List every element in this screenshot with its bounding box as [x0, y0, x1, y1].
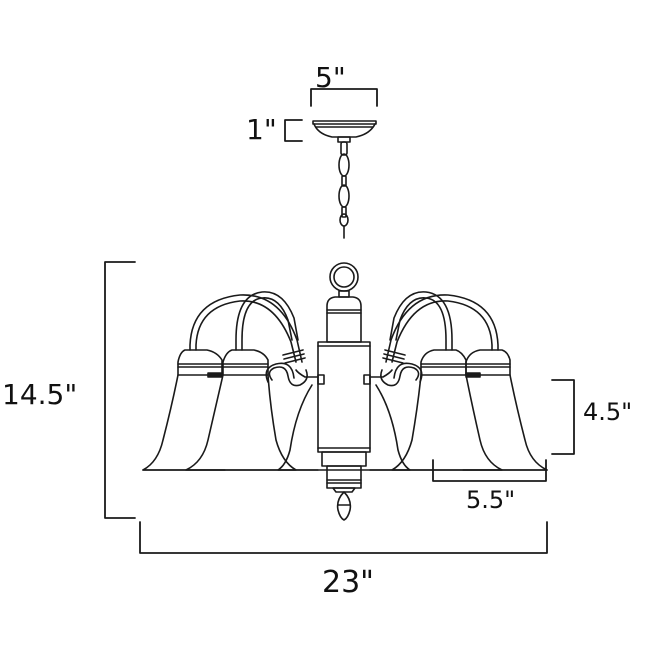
hanging-loop: [329, 262, 359, 298]
shade-left-inner: [185, 349, 297, 471]
shade-height-label: 4.5": [583, 398, 633, 426]
shade-width-label: 5.5": [466, 486, 516, 514]
fixture-width-label: 23": [322, 565, 374, 600]
right-arms: [380, 291, 499, 387]
canopy-height-label: 1": [246, 113, 277, 146]
center-column: [317, 296, 371, 521]
chain: [338, 141, 350, 239]
shade-width-bracket: [432, 459, 547, 482]
canopy-width-bracket: [310, 88, 378, 107]
arm-sockets: [295, 369, 393, 385]
fixture-height-bracket: [104, 261, 136, 519]
shade-right-inner: [391, 349, 503, 471]
shade-right-outer: [462, 349, 548, 471]
fixture-width-bracket: [139, 521, 548, 554]
canopy-width-label: 5": [315, 61, 346, 94]
shade-left-outer: [142, 349, 226, 471]
ceiling-canopy: [312, 120, 377, 143]
back-shades: [277, 384, 411, 471]
shade-height-bracket: [551, 379, 575, 455]
canopy-height-bracket: [284, 119, 303, 142]
left-arms: [189, 291, 308, 387]
fixture-height-label: 14.5": [2, 378, 78, 411]
